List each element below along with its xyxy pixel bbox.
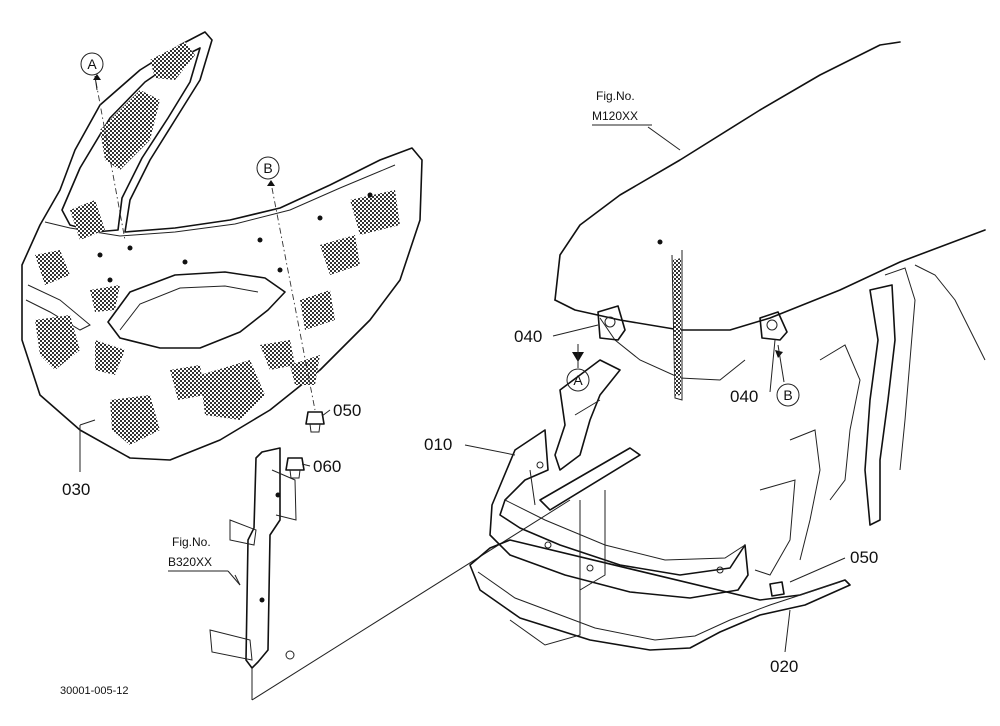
ref-marker-a-top: A [80,52,104,91]
bolt-040-right [759,311,788,341]
svg-text:B320XX: B320XX [168,555,212,569]
svg-text:A: A [573,372,583,388]
front-grille-panel [21,31,423,461]
bolt-060 [285,457,305,479]
ref-marker-a-bottom: A [566,344,590,392]
callout-020: 020 [770,657,798,676]
callout-040-left: 040 [514,327,542,346]
callout-040-right: 040 [730,387,758,406]
svg-text:A: A [87,56,97,72]
mounting-bracket [209,447,297,669]
rubber-trim [469,539,851,651]
svg-text:B: B [783,387,792,403]
callout-010: 010 [424,435,452,454]
drawing-code: 30001-005-12 [60,685,129,697]
fig-ref-left: Fig.No. B320XX [168,535,241,586]
callout-050-left: 050 [333,401,361,420]
callout-030: 030 [62,480,90,499]
bolt-050-right [769,581,785,597]
callout-060: 060 [313,457,341,476]
fig-ref-top: Fig.No. M120XX [592,89,652,126]
bumper-frame [489,429,749,599]
svg-text:Fig.No.: Fig.No. [172,535,211,549]
svg-text:Fig.No.: Fig.No. [596,89,635,103]
ref-marker-b-top: B [256,156,280,186]
ref-marker-b-bottom: B [775,344,800,407]
bolt-050-left [305,411,325,433]
svg-text:B: B [263,160,272,176]
side-frame [554,267,916,576]
svg-text:M120XX: M120XX [592,109,638,123]
callout-050-right: 050 [850,548,878,567]
bolt-040-left [597,305,626,341]
bonnet [554,41,986,401]
